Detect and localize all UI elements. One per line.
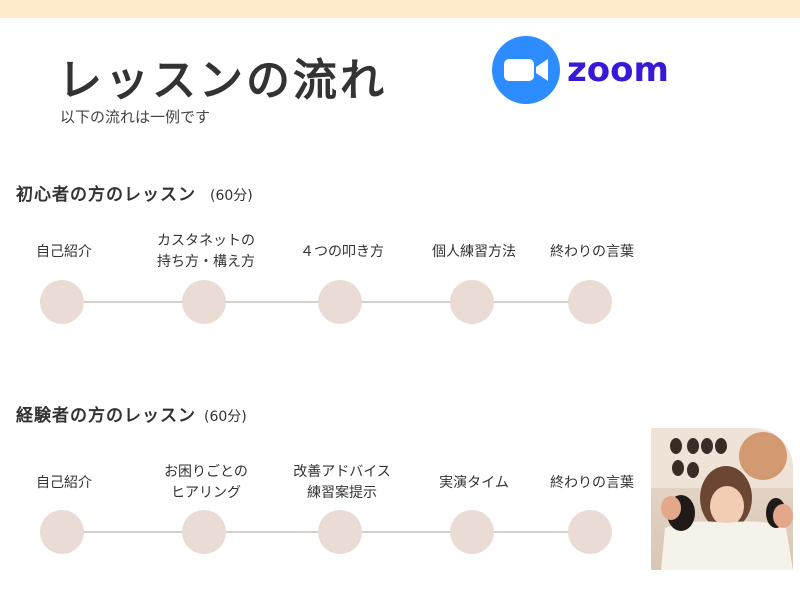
timeline-step-dot [568, 510, 612, 554]
timeline-step-dot [318, 280, 362, 324]
timeline-step-label: 終わりの言葉 [550, 244, 634, 260]
timeline-step-dot [450, 280, 494, 324]
instructor-photo [651, 428, 793, 570]
timeline-step-label: 自己紹介 [36, 244, 92, 260]
timeline-step-dot [450, 510, 494, 554]
beginner-section-title: 初心者の方のレッスン (60分) [16, 180, 253, 205]
timeline-step-label: お困りごとの ヒアリング [164, 464, 248, 501]
svg-text:zoom: zoom [567, 50, 669, 90]
beginner-duration: (60分) [210, 188, 253, 204]
timeline-step-label: 改善アドバイス 練習案提示 [293, 464, 391, 501]
timeline-step-label: 実演タイム [439, 475, 509, 491]
timeline-step-dot [182, 510, 226, 554]
timeline-step-label: 自己紹介 [36, 475, 92, 491]
timeline-step-label: ４つの叩き方 [300, 244, 384, 260]
experienced-section-title: 経験者の方のレッスン (60分) [16, 401, 247, 426]
beginner-title: 初心者の方のレッスン [16, 185, 196, 205]
page-title: レッスンの流れ [58, 55, 387, 106]
zoom-logo: zoom [492, 36, 669, 104]
timeline-step-dot [40, 280, 84, 324]
timeline-step-dot [568, 280, 612, 324]
experienced-title: 経験者の方のレッスン [16, 406, 196, 426]
top-bar [0, 0, 800, 18]
timeline-step-dot [40, 510, 84, 554]
page-subtitle: 以下の流れは一例です [60, 108, 211, 126]
experienced-duration: (60分) [204, 409, 247, 425]
timeline-step-label: カスタネットの 持ち方・構え方 [157, 233, 255, 270]
timeline-step-dot [182, 280, 226, 324]
timeline-step-dot [318, 510, 362, 554]
timeline-step-label: 終わりの言葉 [550, 475, 634, 491]
timeline-step-label: 個人練習方法 [432, 244, 516, 260]
